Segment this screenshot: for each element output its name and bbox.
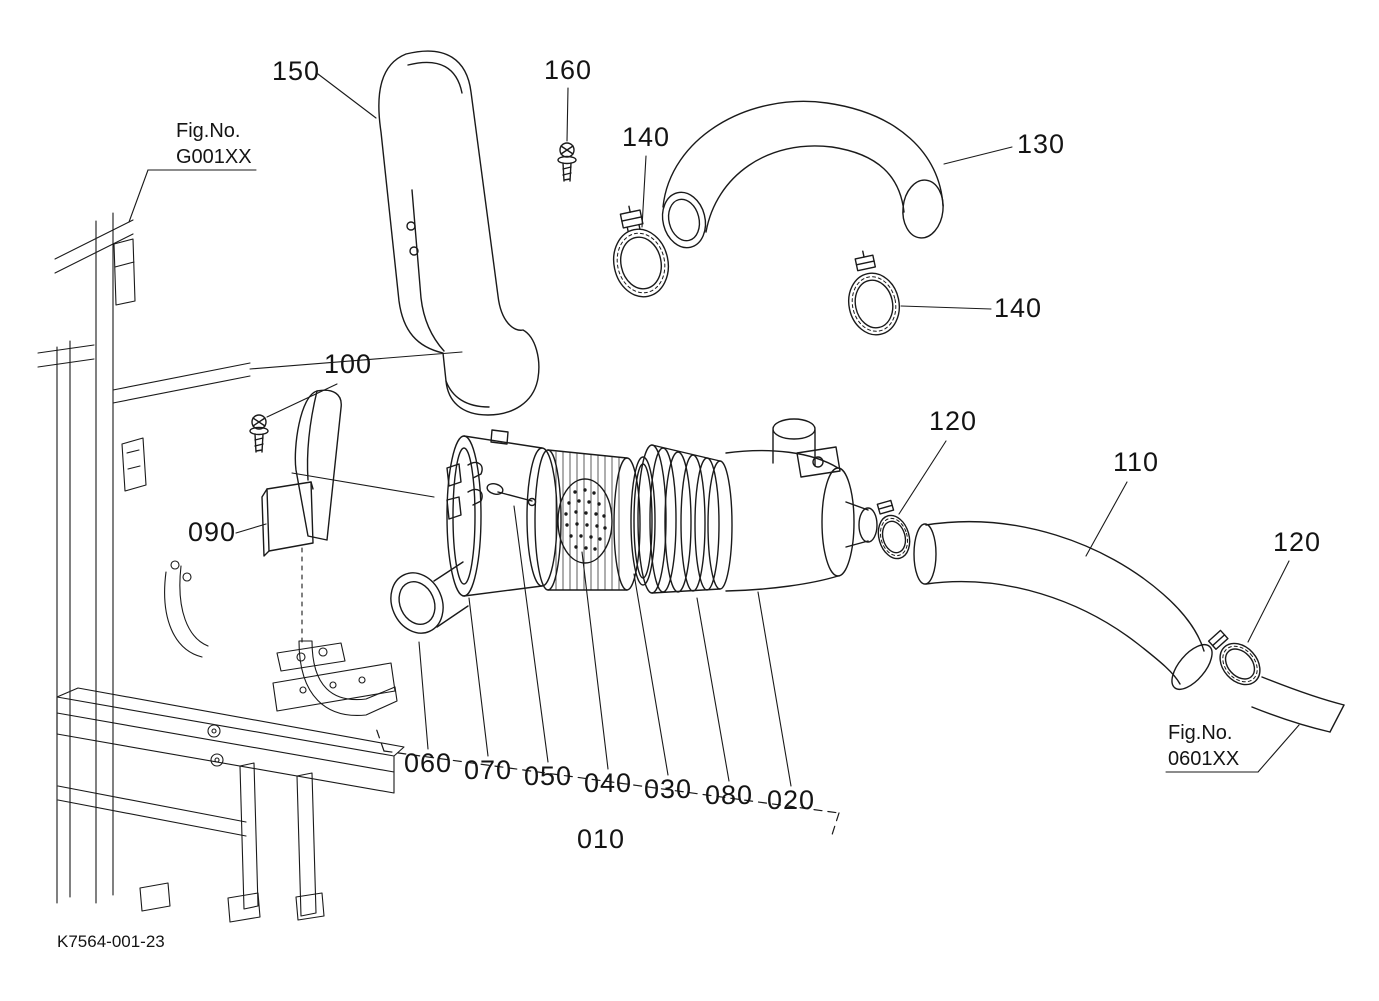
callout-060: 060: [404, 748, 452, 778]
callout-110: 110: [1113, 447, 1159, 477]
callout-150: 150: [272, 56, 320, 86]
bolt-100: [249, 414, 269, 453]
hose-clamp-120-right: [1207, 629, 1261, 686]
hose-stub-0601: [1251, 676, 1345, 733]
callout-050: 050: [524, 761, 572, 791]
callout-160: 160: [544, 55, 592, 85]
hose-clamp-140-lower: [848, 250, 900, 336]
strap-090: [294, 389, 342, 541]
filter-element-040: [534, 449, 641, 591]
callout-130: 130: [1017, 129, 1065, 159]
tractor-frame: [37, 212, 463, 923]
drawing-number: K7564-001-23: [57, 932, 165, 951]
bolt-160: [557, 142, 577, 182]
labels: 150 160 140 130 140 100 120 110 120 090 …: [57, 55, 1321, 951]
bracket-090: [261, 481, 314, 557]
figref-0601-code: 0601XX: [1168, 748, 1239, 770]
leader-lines: [128, 73, 1300, 787]
ribbed-shell-080: [637, 444, 733, 594]
callout-020: 020: [767, 785, 815, 815]
callout-140-lower: 140: [994, 293, 1042, 323]
callout-030: 030: [644, 774, 692, 804]
callout-140-upper: 140: [622, 122, 670, 152]
assembly-group-line-010: [375, 727, 840, 839]
figref-g001-code: G001XX: [176, 146, 252, 168]
callout-120-left: 120: [929, 406, 977, 436]
callout-080: 080: [705, 780, 753, 810]
hose-clamp-120-left: [876, 499, 911, 560]
filter-pleats: [555, 451, 620, 591]
air-cleaner-cover-150: [378, 50, 540, 416]
filter-mesh-dots: [564, 488, 607, 551]
callout-040: 040: [584, 768, 632, 798]
callout-120-right: 120: [1273, 527, 1321, 557]
hose-130: [661, 100, 944, 249]
cleaner-housing-070: [446, 429, 558, 597]
figref-0601-prefix: Fig.No.: [1168, 722, 1232, 744]
gasket-030: [630, 456, 656, 586]
hose-110: [913, 521, 1213, 691]
callout-100: 100: [324, 349, 372, 379]
callout-010: 010: [577, 824, 625, 854]
cleaner-body-020: [725, 418, 878, 592]
callout-070: 070: [464, 755, 512, 785]
callout-090: 090: [188, 517, 236, 547]
inlet-elbow-060: [390, 561, 469, 634]
figref-g001-prefix: Fig.No.: [176, 120, 240, 142]
hose-clamp-140-upper: [612, 205, 670, 298]
